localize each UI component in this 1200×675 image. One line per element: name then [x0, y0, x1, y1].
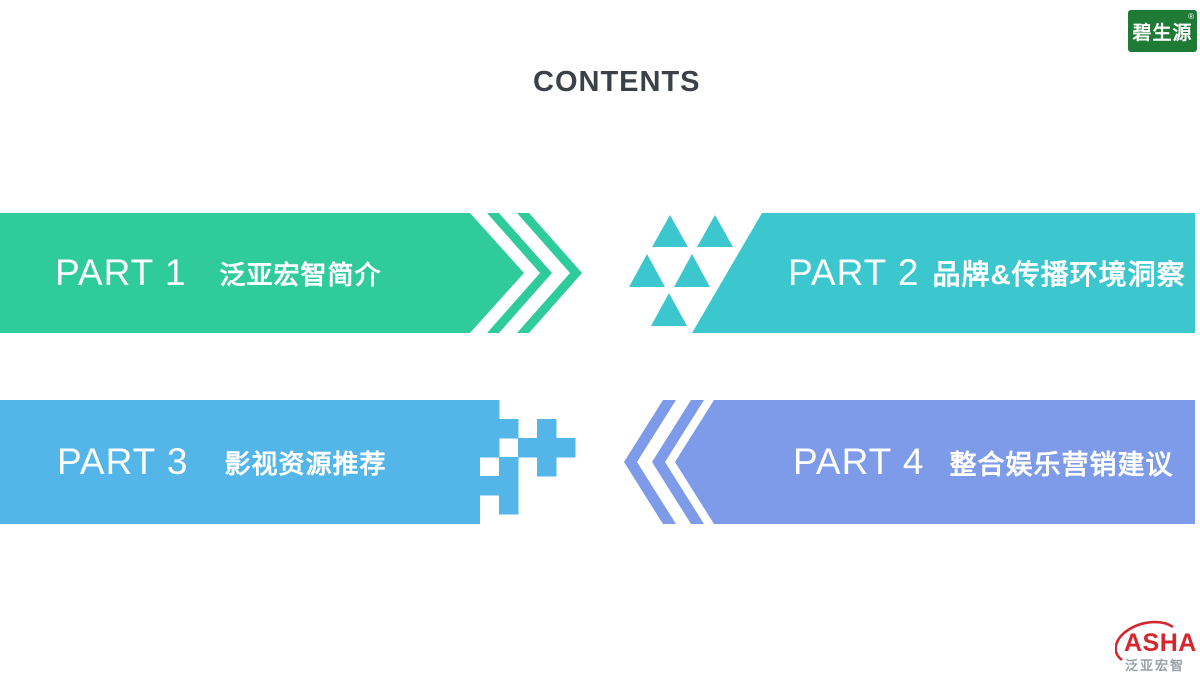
pixel-square	[537, 438, 557, 458]
pixel-square	[499, 476, 519, 496]
pixel-square	[537, 419, 557, 439]
chevron-left-icon	[624, 400, 676, 524]
part3-title: 影视资源推荐	[224, 448, 387, 479]
toc-item-part3[interactable]: PART 3 影视资源推荐	[0, 400, 480, 524]
triangle-icon	[674, 254, 710, 287]
pixel-square	[499, 457, 519, 477]
pixel-square	[480, 438, 500, 458]
asha-company-text: 泛亚宏智	[1125, 658, 1186, 673]
pixel-square	[556, 438, 576, 458]
part3-banner-shape	[0, 400, 480, 524]
part4-banner-shape	[675, 400, 1195, 524]
triangle-icon	[651, 293, 687, 326]
part1-label: PART 1	[55, 252, 187, 293]
pixel-square	[499, 495, 519, 515]
pixel-square	[499, 419, 519, 439]
triangle-icon	[629, 254, 665, 287]
registered-mark: ®	[1188, 12, 1194, 21]
chevron-right-icon	[517, 213, 582, 333]
pixel-square	[480, 400, 500, 420]
triangle-pattern	[629, 215, 733, 326]
bishengyuan-logo-text: 碧生源	[1132, 22, 1193, 44]
toc-item-part4[interactable]: PART 4 整合娱乐营销建议	[714, 400, 1195, 524]
chevron-right-icon	[487, 213, 552, 333]
toc-item-part1[interactable]: PART 1 泛亚宏智简介	[0, 213, 470, 333]
triangle-icon	[697, 215, 733, 247]
toc-item-part2[interactable]: PART 2 品牌&传播环境洞察	[762, 213, 1195, 333]
triangle-icon	[652, 215, 688, 247]
chevron-left-icon	[652, 400, 704, 524]
pixel-square	[518, 438, 538, 458]
bishengyuan-logo: 碧生源 ®	[1128, 10, 1197, 52]
asha-swoosh-icon	[1115, 620, 1174, 662]
asha-brand-text: ASHA	[1124, 629, 1197, 657]
pixel-square	[480, 476, 500, 496]
part3-label: PART 3	[57, 441, 189, 482]
pixel-square	[537, 457, 557, 477]
part2-label: PART 2	[788, 252, 920, 293]
part2-banner-shape	[692, 213, 1195, 333]
part1-title: 泛亚宏智简介	[219, 259, 382, 290]
pixel-square	[480, 419, 500, 439]
part4-label: PART 4	[793, 441, 925, 482]
part4-title: 整合娱乐营销建议	[949, 449, 1174, 480]
part2-title: 品牌&传播环境洞察	[932, 259, 1186, 290]
page-title: CONTENTS	[533, 66, 701, 98]
pixel-plus-pattern	[480, 400, 576, 515]
asha-logo: ASHA 泛亚宏智	[1115, 614, 1200, 673]
part1-banner-shape	[0, 213, 524, 333]
